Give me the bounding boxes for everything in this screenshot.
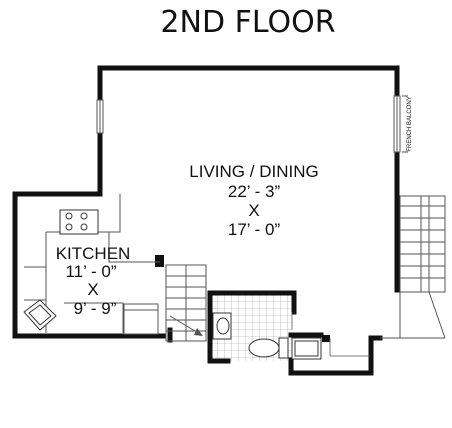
kitchen-x: X	[87, 280, 98, 299]
bathroom-vanity	[212, 312, 232, 340]
bathtub	[291, 337, 322, 360]
refrigerator	[123, 303, 159, 335]
stove	[59, 209, 99, 235]
interior-stair	[165, 264, 207, 342]
living-room-dimension-1: 22’ - 3”	[228, 182, 281, 201]
toilet	[248, 337, 289, 359]
kitchen-dimension-1: 11’ - 0”	[65, 262, 116, 281]
walls	[12, 65, 400, 376]
kitchen-name: KITCHEN	[56, 244, 131, 263]
door-swings	[291, 312, 370, 357]
kitchen-dimension-2: 9’ - 9”	[74, 299, 117, 318]
french-balcony-window	[393, 95, 408, 153]
wall-block	[322, 335, 330, 342]
living-room-name: LIVING / DINING	[189, 162, 318, 181]
kitchen-sink	[23, 299, 57, 331]
exterior-stairs	[380, 195, 446, 339]
left-window	[96, 99, 104, 134]
living-room-x: X	[248, 201, 259, 220]
living-room-dimension-2: 17’ - 0”	[228, 220, 281, 239]
floor-title: 2ND FLOOR	[160, 5, 335, 40]
french-balcony-label: FRENCH BALCONY	[407, 96, 413, 151]
column-block	[155, 255, 164, 267]
